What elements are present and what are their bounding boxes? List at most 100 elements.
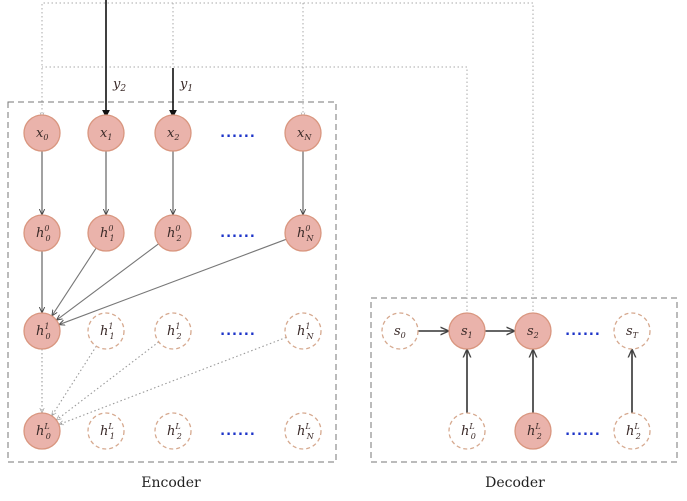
- node-hLN: [284, 412, 322, 450]
- decoder-box: [370, 297, 678, 463]
- node-superscript: 1: [305, 322, 310, 331]
- node-subscript: 0: [43, 133, 48, 142]
- node-symbol: x: [100, 126, 108, 141]
- node-symbol: x: [167, 126, 175, 141]
- node-subscript: N: [305, 332, 314, 341]
- node-h1N: [284, 312, 322, 350]
- node-subscript: 2: [176, 432, 182, 441]
- node-label-s2: s2: [527, 324, 539, 340]
- node-x0: [23, 114, 61, 152]
- node-symbol: h: [297, 226, 305, 241]
- node-symbol: h: [167, 324, 175, 339]
- node-h11: [87, 312, 125, 350]
- ellipsis-decoder-states: ......: [565, 324, 601, 339]
- node-symbol: h: [167, 226, 175, 241]
- node-subscript: 2: [173, 133, 179, 142]
- node-symbol: h: [100, 424, 108, 439]
- node-subscript: 2: [536, 432, 542, 441]
- node-label-s0: s0: [394, 324, 406, 340]
- node-symbol: x: [297, 126, 305, 141]
- node-subscript: 0: [401, 331, 406, 340]
- ellipsis-encoder-row-0: ......: [220, 126, 256, 141]
- ellipsis-encoder-row-2: ......: [220, 324, 256, 339]
- node-label-s1: s1: [461, 324, 473, 340]
- node-xN: [284, 114, 322, 152]
- node-superscript: 0: [44, 224, 49, 233]
- node-label-x2: x2: [167, 126, 179, 142]
- node-superscript: L: [633, 422, 639, 431]
- node-subscript: 2: [533, 331, 539, 340]
- node-superscript: 0: [108, 224, 113, 233]
- node-subscript: N: [305, 234, 314, 243]
- node-superscript: 0: [175, 224, 180, 233]
- edge-h0-to-h10: [52, 247, 97, 316]
- node-hL1: [87, 412, 125, 450]
- node-subscript: 2: [175, 234, 181, 243]
- node-subscript: 1: [110, 432, 115, 441]
- node-subscript: T: [633, 331, 639, 340]
- node-subscript: 1: [107, 133, 112, 142]
- node-superscript: L: [107, 422, 113, 431]
- node-superscript: 0: [305, 224, 310, 233]
- node-h12: [154, 312, 192, 350]
- node-label-x1: x1: [100, 126, 112, 142]
- node-symbol: h: [167, 424, 175, 439]
- edge-h0-to-h10: [59, 238, 287, 324]
- node-symbol: s: [626, 324, 633, 339]
- node-subscript: 0: [45, 234, 50, 243]
- node-symbol: x: [36, 126, 44, 141]
- node-symbol: h: [100, 226, 108, 241]
- node-symbol: s: [527, 324, 534, 339]
- node-symbol: h: [36, 226, 44, 241]
- feedback-line-s1-to-xN: [42, 66, 468, 311]
- node-subscript: 0: [471, 432, 476, 441]
- node-symbol: h: [297, 424, 305, 439]
- node-s2: [514, 312, 552, 350]
- encoder-box: [7, 101, 337, 463]
- node-sT: [613, 312, 651, 350]
- node-h10: [23, 312, 61, 350]
- node-hL0: [23, 412, 61, 450]
- node-h01: [87, 214, 125, 252]
- node-subscript: 1: [468, 331, 473, 340]
- node-subscript: 1: [109, 234, 114, 243]
- node-symbol: h: [461, 424, 469, 439]
- node-subscript: 1: [109, 332, 114, 341]
- node-label-sT: sT: [626, 324, 639, 340]
- encoder-label: Encoder: [141, 475, 201, 491]
- node-superscript: 1: [175, 322, 180, 331]
- node-superscript: 1: [44, 322, 49, 331]
- node-h0N: [284, 214, 322, 252]
- node-symbol: h: [527, 424, 535, 439]
- ellipsis-decoder-hidden: ......: [565, 424, 601, 439]
- node-superscript: 1: [108, 322, 113, 331]
- edge-h1-to-hL0: [59, 336, 287, 424]
- node-subscript: 2: [635, 432, 641, 441]
- y2-label: y2: [112, 77, 126, 94]
- node-symbol: h: [297, 324, 305, 339]
- node-x2: [154, 114, 192, 152]
- node-subscript: 2: [175, 332, 181, 341]
- node-symbol: s: [394, 324, 401, 339]
- edge-h1-to-hL0: [51, 345, 97, 416]
- node-symbol: s: [461, 324, 468, 339]
- node-h02: [154, 214, 192, 252]
- node-superscript: L: [43, 422, 49, 431]
- node-subscript: 0: [45, 332, 50, 341]
- feedback-line-s2-to-x0: [42, 2, 534, 311]
- node-symbol: h: [100, 324, 108, 339]
